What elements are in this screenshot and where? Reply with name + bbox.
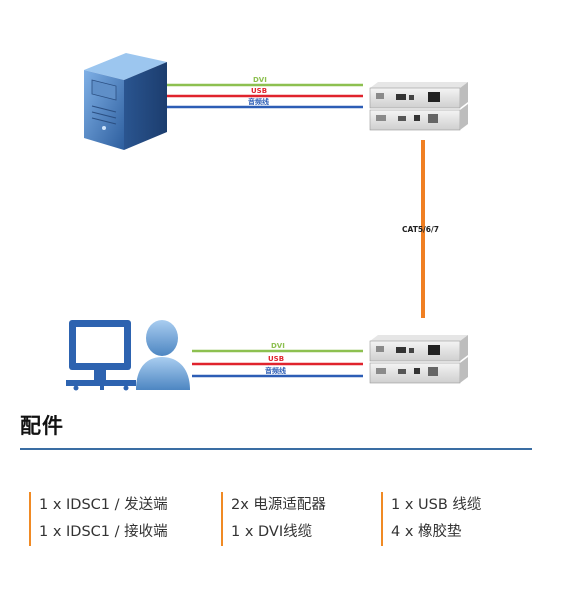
- server-tower-icon: [84, 53, 167, 150]
- audio-label-bottom: 音频线: [265, 366, 286, 375]
- receiver-device-icon: [369, 335, 468, 384]
- accessories-title: 配件: [20, 414, 64, 438]
- dvi-label-bottom: DVI: [271, 342, 285, 350]
- transmitter-device-icon: [369, 82, 468, 131]
- accessory-column-2: 2x 电源适配器 1 x DVI线缆: [221, 492, 326, 546]
- accessory-item: 1 x USB 线缆: [391, 497, 482, 513]
- section-divider: [20, 448, 532, 450]
- accessory-item: 1 x DVI线缆: [231, 524, 313, 540]
- dvi-label-top: DVI: [253, 76, 267, 84]
- workstation-icon: [66, 320, 136, 391]
- accessory-column-3: 1 x USB 线缆 4 x 橡胶垫: [381, 492, 481, 546]
- user-icon: [136, 320, 190, 390]
- accessory-item: 4 x 橡胶垫: [391, 524, 462, 540]
- accessory-column-1: 1 x IDSC1 / 发送端 1 x IDSC1 / 接收端: [29, 492, 168, 546]
- accessory-item: 1 x IDSC1 / 发送端: [39, 497, 168, 513]
- cat-label: CAT5/6/7: [402, 225, 439, 234]
- audio-label-top: 音频线: [248, 97, 269, 106]
- connection-diagram: DVI USB 音频线 CAT5/6/7: [66, 53, 468, 391]
- accessory-item: 2x 电源适配器: [231, 497, 326, 513]
- accessory-item: 1 x IDSC1 / 接收端: [39, 524, 168, 540]
- usb-label-bottom: USB: [268, 355, 284, 363]
- top-cable-bundle: DVI USB 音频线: [167, 76, 363, 109]
- usb-label-top: USB: [251, 87, 267, 95]
- bottom-cable-bundle: DVI USB 音频线: [192, 342, 363, 378]
